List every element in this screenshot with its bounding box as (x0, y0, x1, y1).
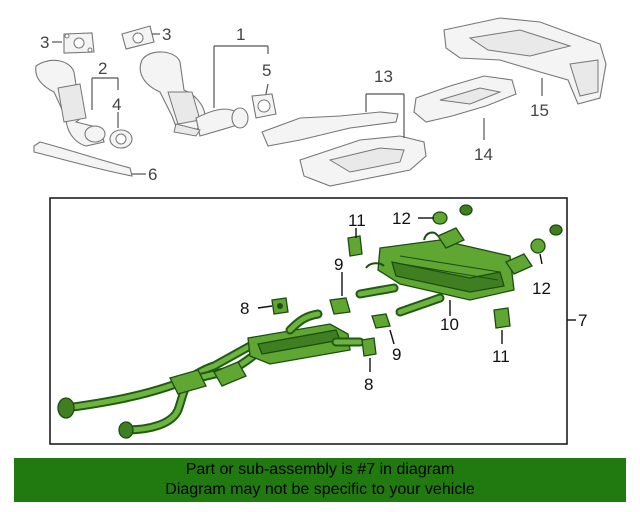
insulator-part-8-bottom (361, 337, 377, 357)
callout-3-right: 3 (162, 25, 171, 44)
heat-shield-part-13 (261, 111, 427, 187)
clamp-part-12-right (530, 224, 563, 254)
heat-shield-part-6 (33, 141, 133, 177)
callout-8-bottom: 8 (364, 375, 373, 394)
callout-12-top: 12 (392, 209, 411, 228)
notice-line-2: Diagram may not be specific to your vehi… (165, 481, 475, 498)
catalytic-converter-part-1 (139, 51, 249, 137)
exhaust-system-part-7 (57, 227, 533, 439)
clamp-part-12-top (432, 204, 473, 225)
callout-7: 7 (578, 311, 587, 330)
callout-4: 4 (112, 95, 121, 114)
catalytic-converter-part-2 (35, 59, 106, 147)
callout-leaders-top (52, 33, 543, 175)
insulator-part-8-top (271, 297, 289, 315)
callout-11-bottom: 11 (492, 347, 510, 366)
callout-5: 5 (262, 61, 271, 80)
callout-12-right: 12 (532, 279, 551, 298)
callout-leaders-assembly (257, 217, 543, 372)
callout-15: 15 (530, 101, 549, 120)
gasket-part-3-left (63, 32, 95, 54)
notice-line-1: Part or sub-assembly is #7 in diagram (185, 461, 455, 478)
hanger-part-11-bottom (493, 307, 511, 329)
callout-11-top: 11 (348, 211, 366, 230)
gasket-part-3-right (121, 25, 155, 50)
gasket-part-5 (251, 93, 277, 119)
callout-8-top: 8 (240, 299, 249, 318)
callout-9-bottom: 9 (392, 345, 401, 364)
callout-13: 13 (374, 67, 393, 86)
callout-2: 2 (98, 59, 107, 78)
callout-6: 6 (148, 165, 157, 184)
callout-3-left: 3 (40, 33, 49, 52)
callout-9-top: 9 (334, 255, 343, 274)
diagram-notice-banner: Part or sub-assembly is #7 in diagram Di… (14, 458, 626, 502)
callout-1: 1 (236, 25, 245, 44)
heat-shield-part-14 (413, 75, 517, 123)
heat-shield-part-15 (443, 17, 607, 105)
callout-10: 10 (440, 315, 459, 334)
callout-14: 14 (474, 145, 493, 164)
gasket-part-4 (109, 129, 133, 149)
hanger-part-11-top (347, 235, 363, 257)
assembly-7-frame (49, 197, 568, 445)
